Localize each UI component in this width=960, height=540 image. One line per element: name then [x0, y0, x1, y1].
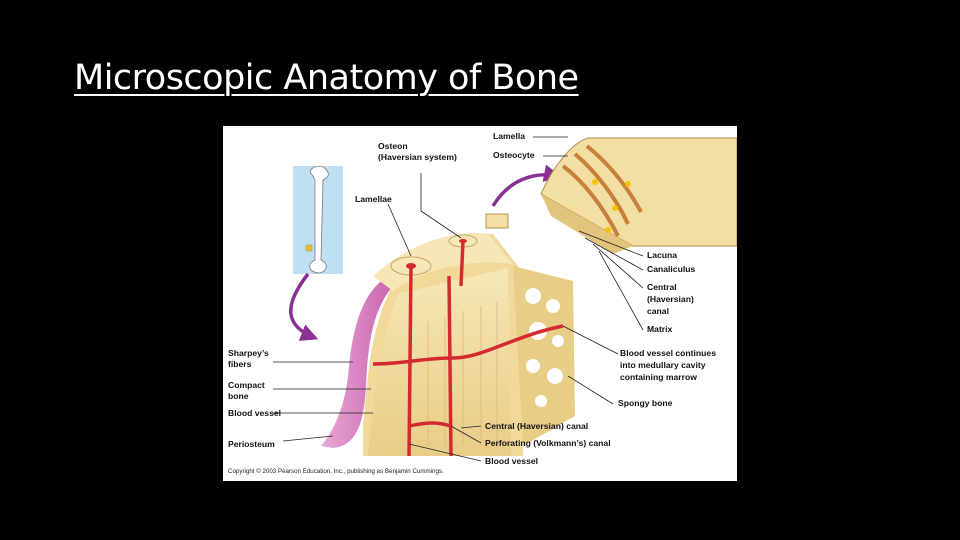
bone-illustration — [273, 136, 737, 462]
magnify-arrow-left — [289, 272, 319, 341]
slide-title: Microscopic Anatomy of Bone — [74, 58, 579, 98]
label-compact-1: Compact — [228, 380, 265, 390]
label-central-canal-bottom: Central (Haversian) canal — [485, 421, 589, 431]
label-periosteum: Periosteum — [228, 439, 275, 449]
label-perforating-canal: Perforating (Volkmann’s) canal — [485, 438, 611, 448]
label-osteocyte: Osteocyte — [493, 150, 535, 160]
label-spongy-bone: Spongy bone — [618, 398, 673, 408]
label-lamellae: Lamellae — [355, 194, 392, 204]
compact-bone — [363, 213, 523, 456]
label-blood-vessel-continues-3: containing marrow — [620, 372, 697, 382]
long-bone-inset — [293, 165, 343, 274]
label-canaliculus: Canaliculus — [647, 264, 696, 274]
label-matrix: Matrix — [647, 324, 673, 334]
periosteum — [321, 276, 403, 448]
label-central-1: Central — [647, 282, 677, 292]
copyright-notice: Copyright © 2003 Pearson Education, Inc.… — [228, 468, 444, 475]
label-blood-vessel-continues-1: Blood vessel continues — [620, 348, 716, 358]
label-blood-vessel-left: Blood vessel — [228, 408, 282, 418]
label-central-3: canal — [647, 306, 669, 316]
label-compact-2: bone — [228, 391, 249, 401]
label-central-2: (Haversian) — [647, 294, 694, 304]
label-lacuna: Lacuna — [647, 250, 678, 260]
spongy-bone — [513, 266, 575, 446]
label-osteon: Osteon — [378, 141, 408, 151]
leader-lines — [273, 136, 644, 462]
label-blood-vessel-continues-2: into medullary cavity — [620, 360, 706, 370]
label-lamella: Lamella — [493, 131, 526, 141]
bone-anatomy-figure: Lamella Osteocyte Osteon (Haversian syst… — [223, 126, 737, 481]
blood-vessels — [372, 240, 564, 457]
label-blood-vessel-bottom: Blood vessel — [485, 456, 539, 466]
osteon-detail — [540, 137, 737, 254]
label-sharpeys-2: fibers — [228, 359, 252, 369]
label-sharpeys-1: Sharpey’s — [228, 348, 269, 358]
label-osteon-sub: (Haversian system) — [378, 152, 457, 162]
